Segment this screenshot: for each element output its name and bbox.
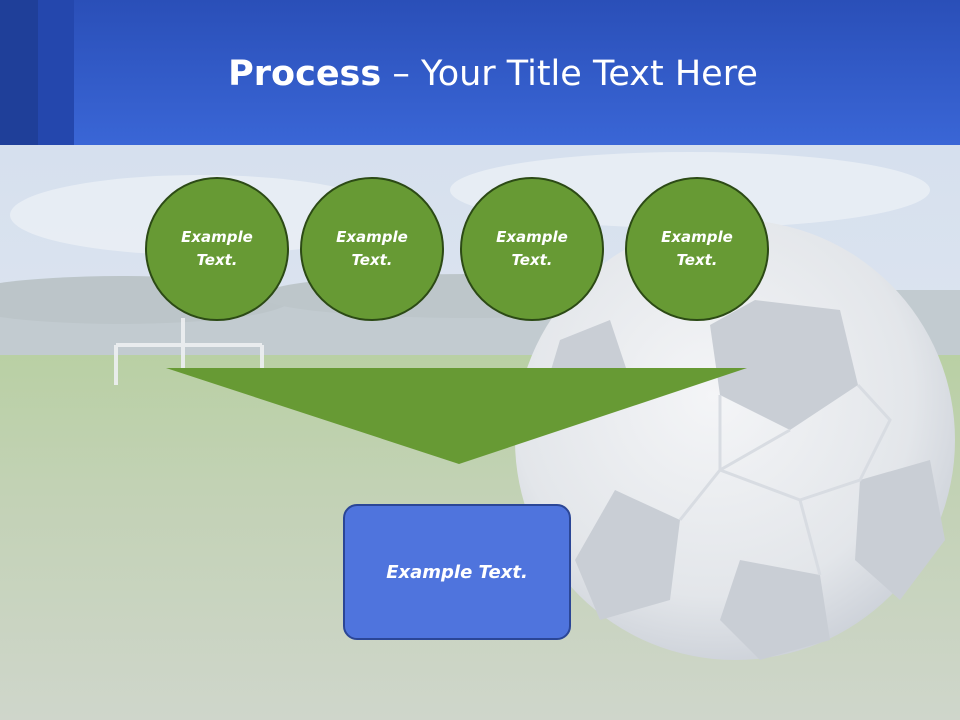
process-step-circle-1: Example Text. [145,177,289,321]
slide-title: Process – Your Title Text Here [0,52,960,96]
result-box: Example Text. [343,504,571,640]
title-bar [0,0,960,145]
process-step-label: Example Text. [336,228,408,269]
slide-title-bold: Process [228,54,382,94]
process-step-label: Example Text. [181,228,253,269]
result-label: Example Text. [386,561,528,583]
process-step-label: Example Text. [496,228,568,269]
process-step-circle-3: Example Text. [460,177,604,321]
process-step-circle-4: Example Text. [625,177,769,321]
slide-title-rest: – Your Title Text Here [381,54,758,94]
process-step-label: Example Text. [661,228,733,269]
header-accent-stripe [0,0,38,145]
header-accent-stripe [38,0,74,145]
process-step-circle-2: Example Text. [300,177,444,321]
